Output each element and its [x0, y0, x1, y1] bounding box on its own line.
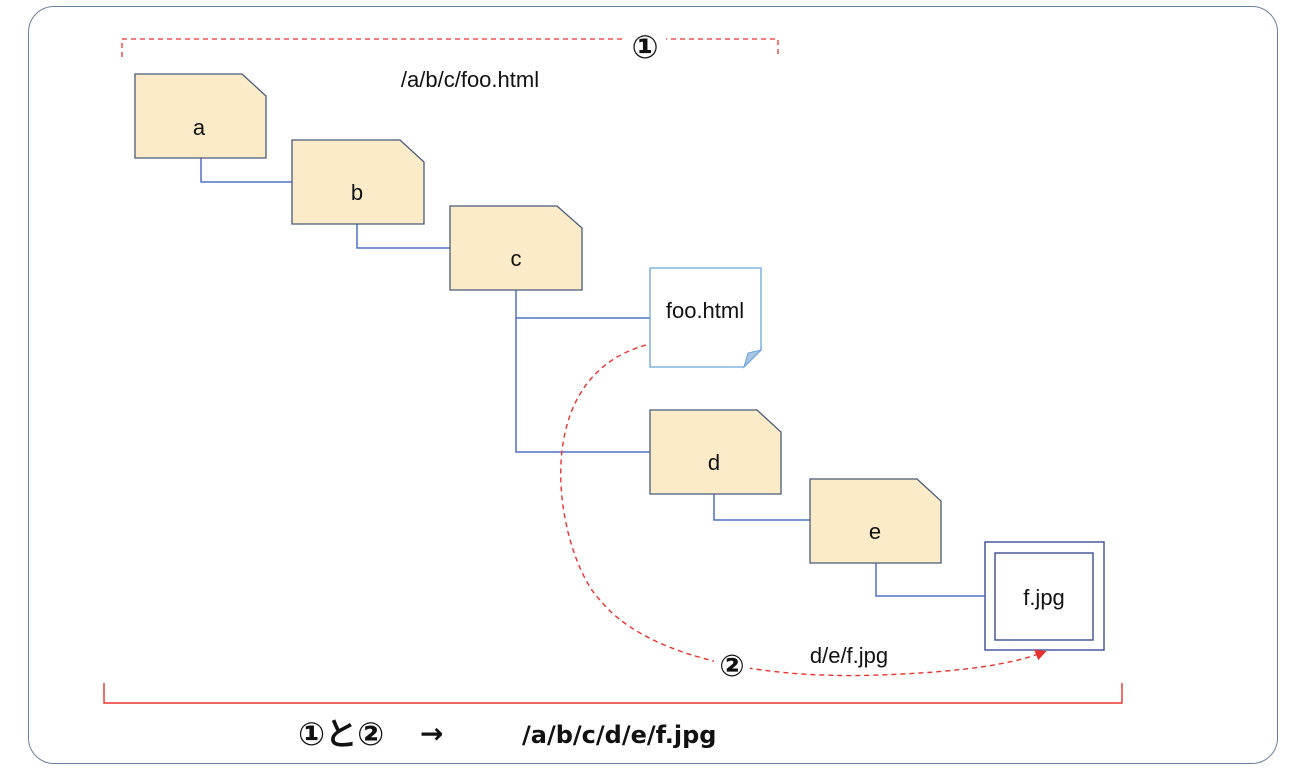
connector-b-c	[356, 224, 450, 249]
connector-e-f	[875, 563, 985, 597]
image-f-label: f.jpg	[1023, 585, 1065, 610]
relative-path-arrow	[560, 344, 1047, 677]
marker-2-bg	[714, 646, 750, 680]
connector-a-b	[200, 158, 292, 183]
folder-c-label: c	[511, 246, 522, 271]
folder-c: c	[449, 205, 583, 291]
footer-combo: ①と②	[298, 715, 384, 753]
footer-result: /a/b/c/d/e/f.jpg	[522, 721, 716, 749]
tree-lines	[200, 158, 985, 597]
folder-a: a	[134, 73, 267, 159]
folder-e: e	[809, 478, 942, 564]
marker-1-bg	[626, 28, 666, 62]
folder-e-label: e	[869, 519, 881, 544]
connector-c-d	[515, 318, 650, 453]
folder-b: b	[291, 139, 425, 225]
bracket-bottom	[103, 683, 1123, 704]
connector-c-foo	[515, 290, 650, 319]
folder-d-label: d	[708, 450, 720, 475]
connector-d-e	[713, 494, 810, 521]
folder-d: d	[649, 409, 782, 495]
footer-arrow: →	[420, 717, 443, 750]
marker-2: ②	[719, 649, 744, 684]
diagram-frame	[28, 6, 1278, 764]
file-foo-html: foo.html	[649, 267, 763, 369]
bracket-1	[121, 38, 779, 57]
path-top-label: /a/b/c/foo.html	[401, 67, 539, 92]
relative-path-label: d/e/f.jpg	[810, 643, 888, 668]
folder-a-label: a	[193, 115, 206, 140]
image-f-jpg: f.jpg	[984, 541, 1105, 651]
marker-1: ①	[631, 28, 658, 66]
file-foo-label: foo.html	[666, 298, 744, 323]
folder-b-label: b	[351, 180, 363, 205]
